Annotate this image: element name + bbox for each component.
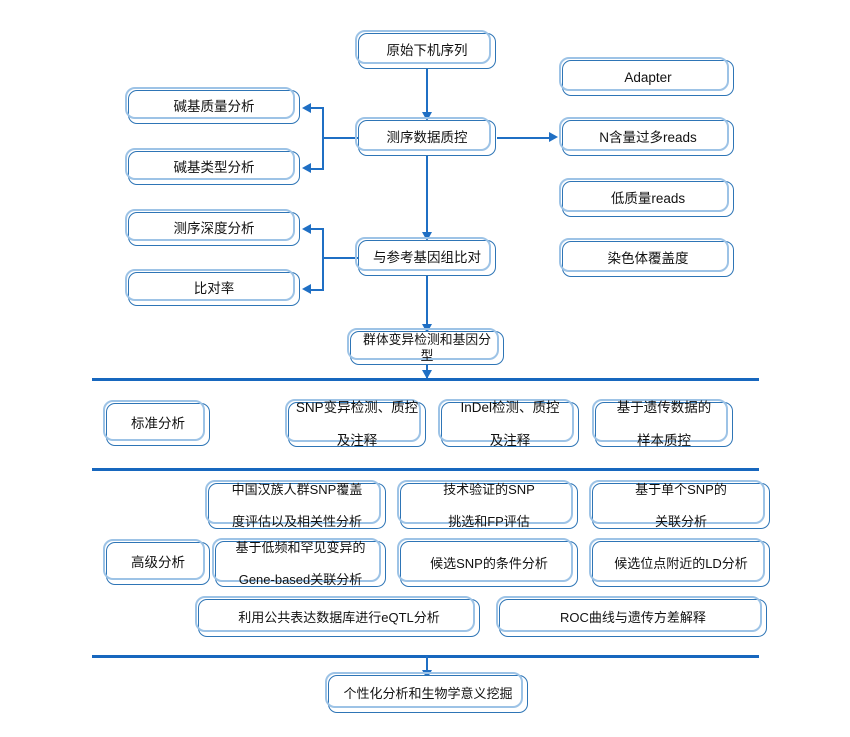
node-base-type-label: 碱基类型分析: [173, 159, 255, 175]
node-advanced-single-snp[interactable]: 基于单个SNP的 关联分析: [589, 480, 770, 530]
arrow-align-to-rate: [302, 284, 311, 294]
node-align-rate-label: 比对率: [193, 280, 235, 296]
node-qc-label: 测序数据质控: [386, 129, 468, 145]
node-align-rate[interactable]: 比对率: [125, 269, 300, 306]
node-standard-sampleqc[interactable]: 基于遗传数据的 样本质控: [592, 399, 733, 449]
node-depth-analysis-label: 测序深度分析: [173, 220, 255, 236]
node-advanced-tech-validation-label: 技术验证的SNP 挑选和FP评估: [407, 482, 571, 530]
node-standard-sampleqc-line2: 样本质控: [637, 432, 691, 448]
connector-align-left-stub: [322, 256, 360, 260]
node-standard-sampleqc-line1: 基于遗传数据的: [616, 399, 712, 415]
node-advanced-gene-based-line2: Gene-based关联分析: [238, 571, 363, 587]
node-variant-calling-label: 群体变异检测和基因分型: [363, 332, 491, 363]
node-standard-indel[interactable]: InDel检测、质控 及注释: [438, 399, 579, 449]
node-standard-sampleqc-label: 基于遗传数据的 样本质控: [602, 400, 726, 449]
node-advanced-eqtl[interactable]: 利用公共表达数据库进行eQTL分析: [195, 596, 480, 637]
connector-align-to-variant: [425, 276, 429, 328]
connector-qc-to-base-quality: [310, 107, 324, 110]
node-advanced-conditional-snp[interactable]: 候选SNP的条件分析: [397, 538, 578, 587]
node-raw-sequence[interactable]: 原始下机序列: [355, 30, 496, 69]
node-adapter-label: Adapter: [624, 69, 672, 85]
node-advanced-han-snp[interactable]: 中国汉族人群SNP覆盖 度评估以及相关性分析: [205, 480, 386, 530]
node-standard-indel-line2: 及注释: [489, 432, 531, 448]
arrow-qc-to-align: [421, 232, 432, 241]
node-adapter[interactable]: Adapter: [559, 57, 734, 96]
label-standard-analysis[interactable]: 标准分析: [103, 400, 210, 446]
arrow-qc-to-base-quality: [302, 102, 311, 113]
node-raw-sequence-label: 原始下机序列: [386, 42, 468, 58]
divider-final-top: [92, 655, 759, 658]
node-qc[interactable]: 测序数据质控: [355, 117, 496, 156]
label-advanced-analysis[interactable]: 高级分析: [103, 539, 210, 585]
node-advanced-roc-label: ROC曲线与遗传方差解释: [560, 610, 706, 626]
arrow-qc-to-n-reads: [549, 132, 558, 143]
node-advanced-roc[interactable]: ROC曲线与遗传方差解释: [496, 596, 767, 637]
node-final-label: 个性化分析和生物学意义挖掘: [343, 686, 513, 702]
arrow-raw-to-qc: [421, 112, 432, 121]
node-advanced-han-snp-line1: 中国汉族人群SNP覆盖: [231, 482, 363, 498]
node-standard-snp-line2: 及注释: [336, 432, 378, 448]
node-advanced-ld[interactable]: 候选位点附近的LD分析: [589, 538, 770, 587]
divider-advanced-top: [92, 468, 759, 471]
node-advanced-conditional-snp-label: 候选SNP的条件分析: [430, 556, 548, 572]
divider-standard-top: [92, 378, 759, 381]
arrow-to-final: [421, 670, 432, 679]
node-chrom-coverage-label: 染色体覆盖度: [607, 250, 689, 266]
connector-align-left-spine: [322, 228, 325, 291]
node-advanced-tech-validation-line1: 技术验证的SNP: [443, 482, 535, 498]
node-advanced-tech-validation[interactable]: 技术验证的SNP 挑选和FP评估: [397, 480, 578, 530]
connector-raw-to-qc: [425, 69, 429, 115]
connector-qc-to-n-reads: [497, 136, 552, 140]
node-final[interactable]: 个性化分析和生物学意义挖掘: [325, 672, 528, 713]
node-standard-snp[interactable]: SNP变异检测、质控 及注释: [285, 399, 426, 449]
node-advanced-single-snp-line1: 基于单个SNP的: [635, 482, 727, 498]
node-n-reads[interactable]: N含量过多reads: [559, 117, 734, 156]
label-advanced-analysis-text: 高级分析: [131, 555, 185, 571]
node-n-reads-label: N含量过多reads: [599, 129, 697, 145]
connector-qc-left-spine: [322, 107, 325, 170]
node-low-quality-reads-label: 低质量reads: [610, 190, 686, 206]
node-variant-calling[interactable]: 群体变异检测和基因分型: [347, 328, 504, 365]
connector-qc-to-align: [425, 156, 429, 234]
node-advanced-tech-validation-line2: 挑选和FP评估: [448, 513, 530, 529]
arrow-variant-to-standard: [421, 370, 432, 379]
connector-to-final: [425, 656, 429, 678]
node-base-quality[interactable]: 碱基质量分析: [125, 87, 300, 124]
node-advanced-single-snp-label: 基于单个SNP的 关联分析: [599, 482, 763, 530]
node-standard-indel-label: InDel检测、质控 及注释: [448, 400, 572, 449]
node-advanced-gene-based-label: 基于低频和罕见变异的 Gene-based关联分析: [222, 540, 379, 588]
node-base-quality-label: 碱基质量分析: [173, 98, 255, 114]
connector-align-to-rate: [310, 288, 324, 291]
node-standard-snp-line1: SNP变异检测、质控: [295, 399, 419, 415]
node-depth-analysis[interactable]: 测序深度分析: [125, 209, 300, 246]
connector-qc-left-stub: [322, 136, 360, 140]
arrow-qc-to-base-type: [302, 163, 311, 173]
node-advanced-single-snp-line2: 关联分析: [654, 513, 707, 529]
connector-align-to-depth: [310, 228, 324, 231]
node-align-ref[interactable]: 与参考基因组比对: [355, 237, 496, 276]
node-low-quality-reads[interactable]: 低质量reads: [559, 178, 734, 217]
node-base-type[interactable]: 碱基类型分析: [125, 148, 300, 185]
arrow-align-to-variant: [421, 324, 432, 333]
node-advanced-ld-label: 候选位点附近的LD分析: [614, 556, 748, 572]
node-advanced-gene-based-line1: 基于低频和罕见变异的: [235, 540, 366, 556]
node-chrom-coverage[interactable]: 染色体覆盖度: [559, 238, 734, 277]
node-advanced-eqtl-label: 利用公共表达数据库进行eQTL分析: [238, 610, 440, 626]
label-standard-analysis-text: 标准分析: [131, 416, 185, 432]
node-advanced-han-snp-label: 中国汉族人群SNP覆盖 度评估以及相关性分析: [215, 482, 379, 530]
node-standard-snp-label: SNP变异检测、质控 及注释: [295, 400, 419, 449]
node-advanced-gene-based[interactable]: 基于低频和罕见变异的 Gene-based关联分析: [212, 538, 386, 588]
node-standard-indel-line1: InDel检测、质控: [460, 399, 560, 415]
connector-qc-to-base-type: [310, 167, 324, 170]
arrow-align-to-depth: [302, 223, 311, 234]
node-align-ref-label: 与参考基因组比对: [373, 249, 481, 265]
node-advanced-han-snp-line2: 度评估以及相关性分析: [231, 513, 362, 529]
